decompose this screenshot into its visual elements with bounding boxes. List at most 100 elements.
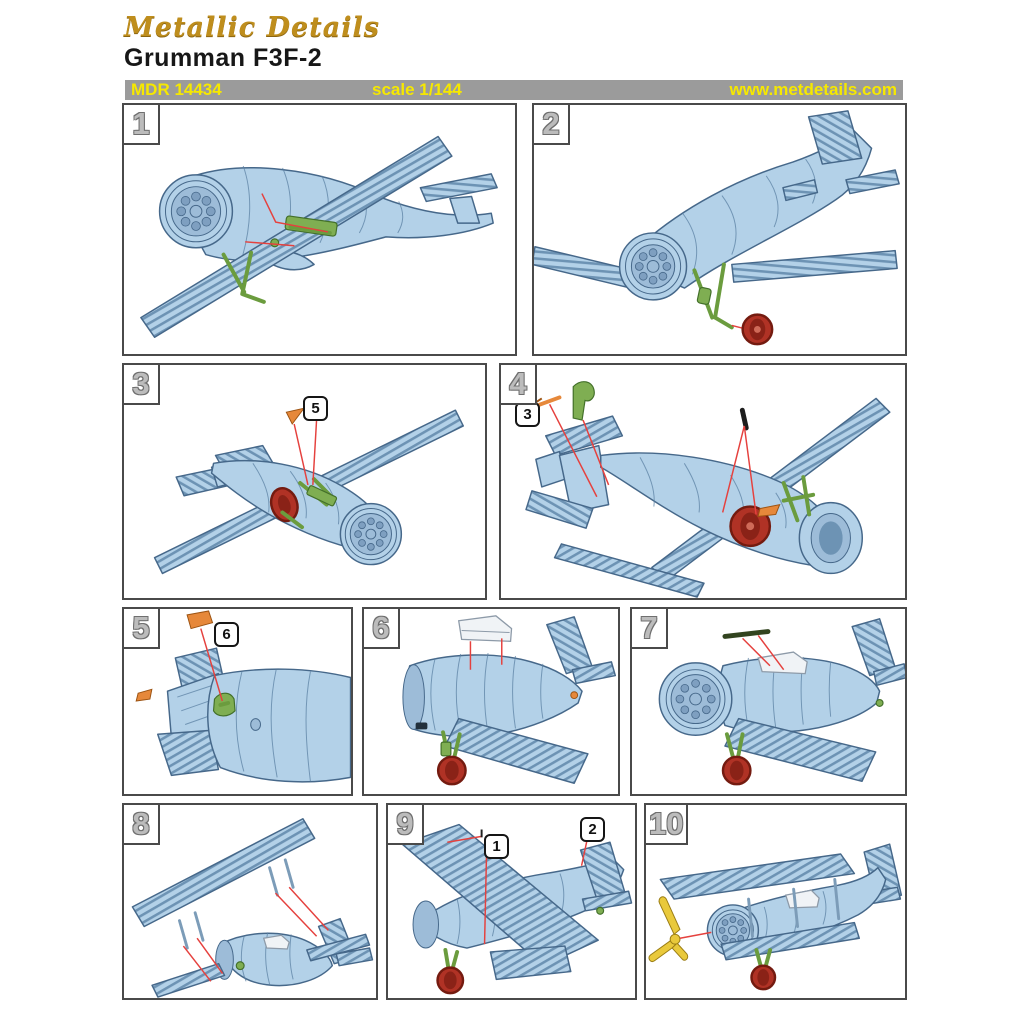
step-number-badge: 5	[122, 607, 160, 649]
step-panel-4: 4 3	[499, 363, 907, 600]
step-9-illustration	[401, 823, 633, 995]
detail-part-green	[212, 692, 236, 717]
step-8-illustration	[131, 817, 374, 998]
part-callout-label: 1	[484, 834, 509, 859]
detail-part-green	[572, 381, 595, 421]
upper-wing	[131, 817, 316, 928]
part-callout-label: 2	[580, 817, 605, 842]
product-code: MDR 14434	[131, 80, 222, 99]
step-number-badge: 3	[122, 363, 160, 405]
tail	[782, 110, 900, 202]
fuselage-cone	[207, 668, 351, 783]
tail	[579, 841, 633, 912]
lower-wing	[489, 945, 572, 981]
upper-wing	[659, 853, 856, 900]
fuselage	[642, 129, 873, 289]
wheel	[436, 755, 467, 786]
leader-lines	[679, 931, 712, 939]
detail-part-orange-sliver	[757, 503, 781, 517]
engine-cylinders	[176, 191, 216, 231]
detail-part-orange	[135, 610, 214, 702]
photoetch-green-parts	[781, 475, 816, 523]
step-panel-3: 3 5	[122, 363, 487, 600]
canopy-part	[457, 615, 513, 642]
upper-wing	[401, 823, 599, 967]
propeller-yellow	[648, 896, 689, 962]
step-panel-7: 7	[630, 607, 907, 796]
wheel	[741, 313, 774, 346]
wheel	[436, 966, 465, 995]
step-panel-1: 1	[122, 103, 517, 356]
detail-part-orange-rod	[535, 395, 562, 408]
lower-wing	[140, 135, 453, 339]
step-number-badge: 7	[630, 607, 668, 649]
canopy	[784, 889, 820, 909]
wheel	[750, 964, 777, 991]
step-panel-5: 5 6	[122, 607, 353, 796]
leader-lines	[200, 628, 224, 702]
right-wing	[731, 249, 898, 283]
engine-cowling	[158, 174, 234, 249]
left-wing	[534, 245, 635, 289]
detail-part-gun-rod	[722, 629, 771, 639]
leader-lines	[548, 403, 757, 515]
engine-cylinders	[718, 916, 747, 945]
website-url: www.metdetails.com	[729, 80, 897, 99]
photoetch-green-parts	[280, 477, 338, 530]
detail-part-black-rod	[739, 407, 749, 431]
page-title: Grumman F3F-2	[124, 44, 323, 72]
engine-cylinders	[354, 517, 388, 551]
step-panel-9: 9 1 2	[386, 803, 637, 1000]
fuselage	[215, 932, 334, 987]
landing-gear-green	[692, 262, 734, 330]
step-1-illustration	[140, 135, 498, 339]
engine-cowling	[618, 232, 688, 301]
interplane-struts	[747, 877, 841, 938]
leader-lines	[293, 416, 318, 486]
step-number-badge: 2	[532, 103, 570, 145]
engine-cowling	[339, 502, 403, 566]
step-panel-2: 2	[532, 103, 907, 356]
info-bar: MDR 14434 scale 1/144 www.metdetails.com	[125, 80, 903, 100]
part-callout-label: 5	[303, 396, 328, 421]
step-number-badge: 9	[386, 803, 424, 845]
tailplane	[419, 173, 498, 224]
cowl-opening	[798, 501, 864, 575]
engine-cylinders	[675, 679, 716, 720]
leader-lines	[182, 886, 329, 982]
tail	[546, 616, 617, 685]
step-number-badge: 6	[362, 607, 400, 649]
step-10-illustration	[648, 843, 903, 991]
wing-struts	[177, 858, 295, 950]
step-3-illustration	[153, 407, 465, 575]
canopy	[757, 651, 808, 675]
step-number-badge: 4	[499, 363, 537, 405]
step-5-illustration	[135, 610, 351, 783]
step-2-illustration	[534, 110, 900, 346]
leader-lines	[469, 638, 503, 670]
engine-cylinders	[634, 248, 672, 285]
brand-logo: Metallic Details	[124, 12, 380, 43]
wheel	[269, 486, 299, 523]
part-callout-label: 3	[515, 402, 540, 427]
step-panel-8: 8	[122, 803, 378, 1000]
engine-cowling	[658, 662, 733, 737]
wheel	[721, 755, 752, 786]
tail	[851, 618, 905, 687]
step-number-badge: 1	[122, 103, 160, 145]
photoetch-green-parts	[235, 961, 245, 971]
fuselage	[402, 652, 583, 738]
step-panel-10: 10	[644, 803, 907, 1000]
step-4-illustration	[525, 381, 891, 598]
scale-label: scale 1/144	[372, 80, 462, 99]
fuselage	[718, 654, 881, 733]
part-callout-label: 6	[214, 622, 239, 647]
chin-detail	[415, 691, 579, 730]
lower-wings	[151, 933, 371, 998]
step-number-badge: 8	[122, 803, 160, 845]
detail-part-orange	[285, 407, 306, 425]
leader-lines	[447, 829, 590, 945]
leader-lines	[742, 634, 785, 671]
near-wing	[553, 543, 705, 598]
